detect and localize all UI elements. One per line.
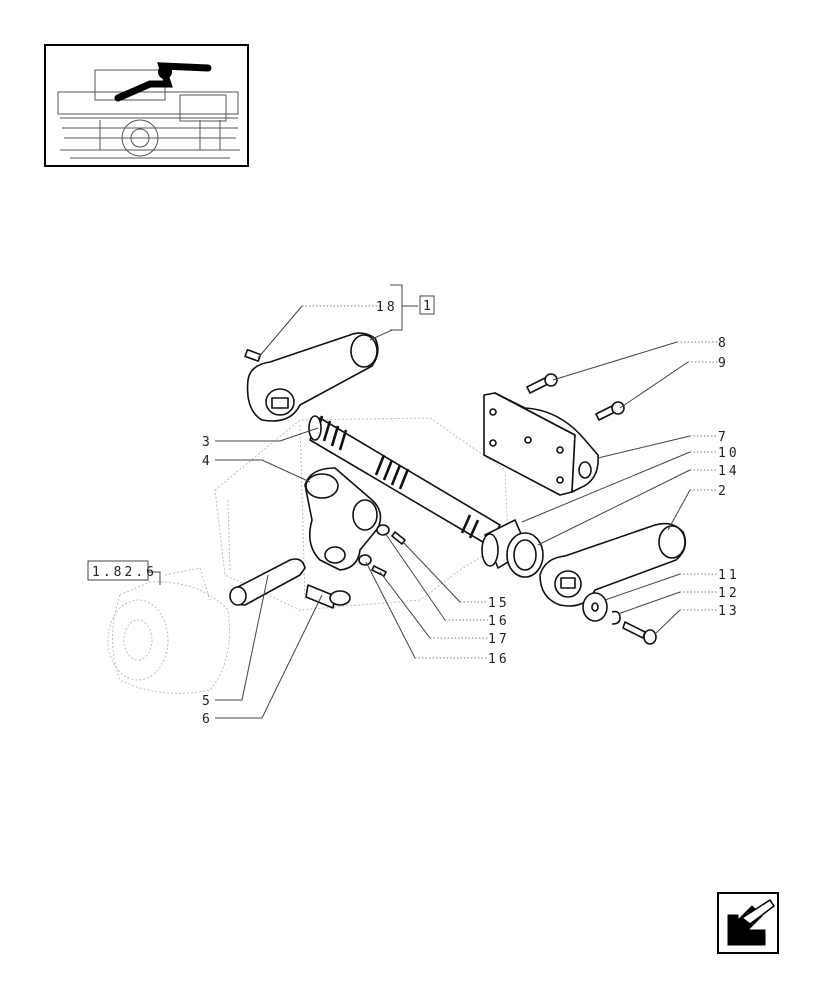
callout-13: 13 <box>718 604 740 619</box>
circlip-12 <box>611 610 621 625</box>
callout-3: 3 <box>202 435 213 450</box>
lift-arm-left <box>244 332 379 422</box>
small-fasteners <box>358 524 406 577</box>
callout-16-upper: 16 <box>488 614 510 629</box>
seal-ring <box>506 532 544 578</box>
bolt-8 <box>526 373 558 394</box>
callout-9: 9 <box>718 356 729 371</box>
callout-7: 7 <box>718 430 729 445</box>
lift-arm-right <box>539 522 687 607</box>
callout-10: 10 <box>718 446 740 461</box>
washer-11 <box>582 592 608 622</box>
callout-8: 8 <box>718 336 729 351</box>
callout-11: 11 <box>718 568 740 583</box>
crank-lever <box>304 467 382 571</box>
reference-label[interactable]: 1.82.6 <box>92 565 157 580</box>
pivot-pin <box>305 584 351 609</box>
callout-2: 2 <box>718 484 729 499</box>
callout-16-lower: 16 <box>488 652 510 667</box>
callout-1-box <box>419 295 435 315</box>
small-arm <box>229 558 306 606</box>
callout-15: 15 <box>488 596 510 611</box>
callout-5: 5 <box>202 694 213 709</box>
leader-lines <box>148 284 718 719</box>
callout-18: 18 <box>376 300 398 315</box>
callout-4: 4 <box>202 454 213 469</box>
callout-17: 17 <box>488 632 510 647</box>
callout-6: 6 <box>202 712 213 727</box>
housing-outline <box>107 417 509 694</box>
tractor-location-thumbnail <box>44 44 249 167</box>
bolt-13 <box>622 621 657 645</box>
callout-14: 14 <box>718 464 740 479</box>
back-arrow-icon[interactable] <box>717 892 779 954</box>
bracket-plate <box>483 392 599 496</box>
reference-box[interactable] <box>87 560 149 581</box>
bolt-9 <box>595 401 625 421</box>
callout-1: 1 <box>423 299 434 314</box>
callout-12: 12 <box>718 586 740 601</box>
